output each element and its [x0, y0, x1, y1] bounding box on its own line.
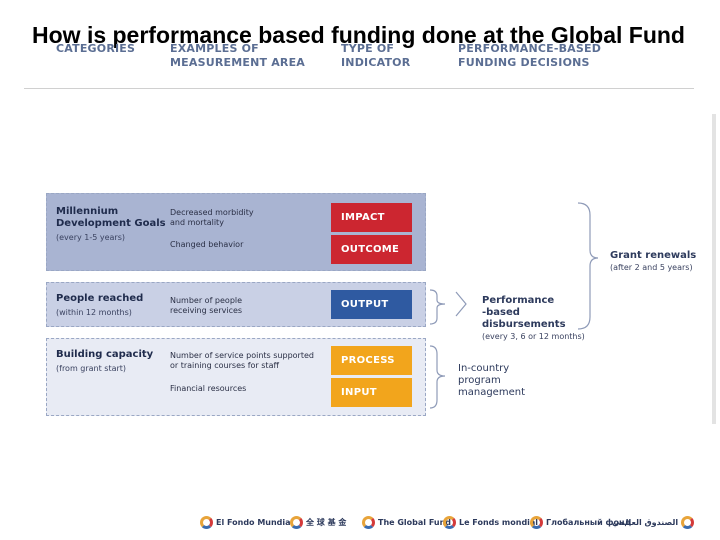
area-morbidity-line-1: Decreased morbidity: [170, 208, 254, 217]
header-examples-line-1: EXAMPLES OF: [170, 42, 259, 55]
category-mdg-name-line-2: Development Goals: [56, 218, 166, 229]
category-building-name: Building capacity: [56, 349, 154, 360]
footer-logo-zh: 全 球 基 金: [290, 514, 346, 530]
decision-performance-line-2: -based: [482, 307, 520, 318]
footer-logo-ar-text: الصندوق العالمي: [612, 517, 679, 527]
decision-performance-line-3: disbursements: [482, 319, 566, 330]
footer-logo-en-text: The Global Fund: [378, 517, 452, 527]
indicator-input: INPUT: [331, 378, 412, 407]
header-examples-line-2: MEASUREMENT AREA: [170, 56, 306, 69]
area-service-points-line-2: or training courses for staff: [170, 361, 279, 370]
footer-logo-es-text: El Fondo Mundial: [216, 517, 294, 527]
decision-in-country: In-country program management: [458, 363, 525, 399]
bracket-performance: [429, 289, 446, 325]
header-categories-line: CATEGORIES: [56, 42, 136, 55]
decision-performance-line-1: Performance: [482, 295, 555, 306]
bracket-in-country: [429, 345, 446, 409]
header-examples: EXAMPLES OF MEASUREMENT AREA: [170, 42, 305, 70]
title-divider: [24, 88, 694, 89]
header-indicator-line-2: INDICATOR: [341, 56, 411, 69]
decision-performance-note: (every 3, 6 or 12 months): [482, 332, 585, 341]
footer-logo-ar: الصندوق العالمي: [612, 514, 695, 530]
decision-in-country-line-2: program: [458, 375, 501, 386]
header-indicator: TYPE OF INDICATOR: [341, 42, 410, 70]
decision-grant-renewals-note: (after 2 and 5 years): [610, 263, 693, 272]
decision-grant-renewals: Grant renewals: [610, 250, 697, 261]
global-fund-logo-icon: [530, 515, 543, 529]
footer-logo-fr: Le Fonds mondial: [443, 514, 538, 530]
slide-title: How is performance based funding done at…: [32, 22, 685, 48]
footer-logo-ru-text: Глобальный фонд: [546, 517, 631, 527]
indicator-impact: IMPACT: [331, 203, 412, 232]
area-receiving-line-2: receiving services: [170, 306, 243, 315]
area-service-points-line-1: Number of service points supported: [170, 351, 314, 360]
header-decisions-line-2: FUNDING DECISIONS: [458, 56, 590, 69]
category-building-note: (from grant start): [56, 364, 127, 373]
category-people-name: People reached: [56, 293, 144, 304]
global-fund-logo-icon: [362, 515, 375, 529]
indicator-process: PROCESS: [331, 346, 412, 375]
global-fund-logo-icon: [681, 515, 695, 529]
right-edge-bar: [712, 114, 716, 424]
category-mdg-name-line-1: Millennium: [56, 206, 119, 217]
category-people-note: (within 12 months): [56, 308, 132, 317]
global-fund-logo-icon: [443, 515, 456, 529]
area-receiving: Number of people receiving services: [170, 296, 242, 316]
area-morbidity-line-2: and mortality: [170, 218, 224, 227]
header-decisions: PERFORMANCE-BASED FUNDING DECISIONS: [458, 42, 601, 70]
footer-logo-en: The Global Fund: [362, 514, 451, 530]
bracket-grant-renewals: [577, 202, 599, 330]
area-receiving-line-1: Number of people: [170, 296, 243, 305]
global-fund-logo-icon: [290, 515, 303, 529]
header-decisions-line-1: PERFORMANCE-BASED: [458, 42, 602, 55]
decision-in-country-line-1: In-country: [458, 363, 510, 374]
header-categories: CATEGORIES: [56, 42, 135, 56]
footer-logo-zh-text: 全 球 基 金: [306, 517, 347, 527]
area-morbidity: Decreased morbidity and mortality: [170, 208, 254, 228]
area-behavior: Changed behavior: [170, 240, 244, 249]
footer-logo-ru: Глобальный фонд: [530, 514, 631, 530]
footer-logo-es: El Fondo Mundial: [200, 514, 293, 530]
decision-in-country-line-3: management: [458, 387, 525, 398]
indicator-output: OUTPUT: [331, 290, 412, 319]
category-mdg-note: (every 1-5 years): [56, 233, 126, 242]
header-indicator-line-1: TYPE OF: [341, 42, 395, 55]
category-mdg-name: Millennium Development Goals: [56, 206, 166, 230]
arrow-performance: [455, 291, 467, 317]
decision-performance: Performance -based disbursements: [482, 295, 566, 331]
area-financial: Financial resources: [170, 384, 247, 393]
global-fund-logo-icon: [200, 515, 213, 529]
indicator-outcome: OUTCOME: [331, 235, 412, 264]
area-service-points: Number of service points supported or tr…: [170, 351, 314, 371]
footer-logo-fr-text: Le Fonds mondial: [459, 517, 539, 527]
